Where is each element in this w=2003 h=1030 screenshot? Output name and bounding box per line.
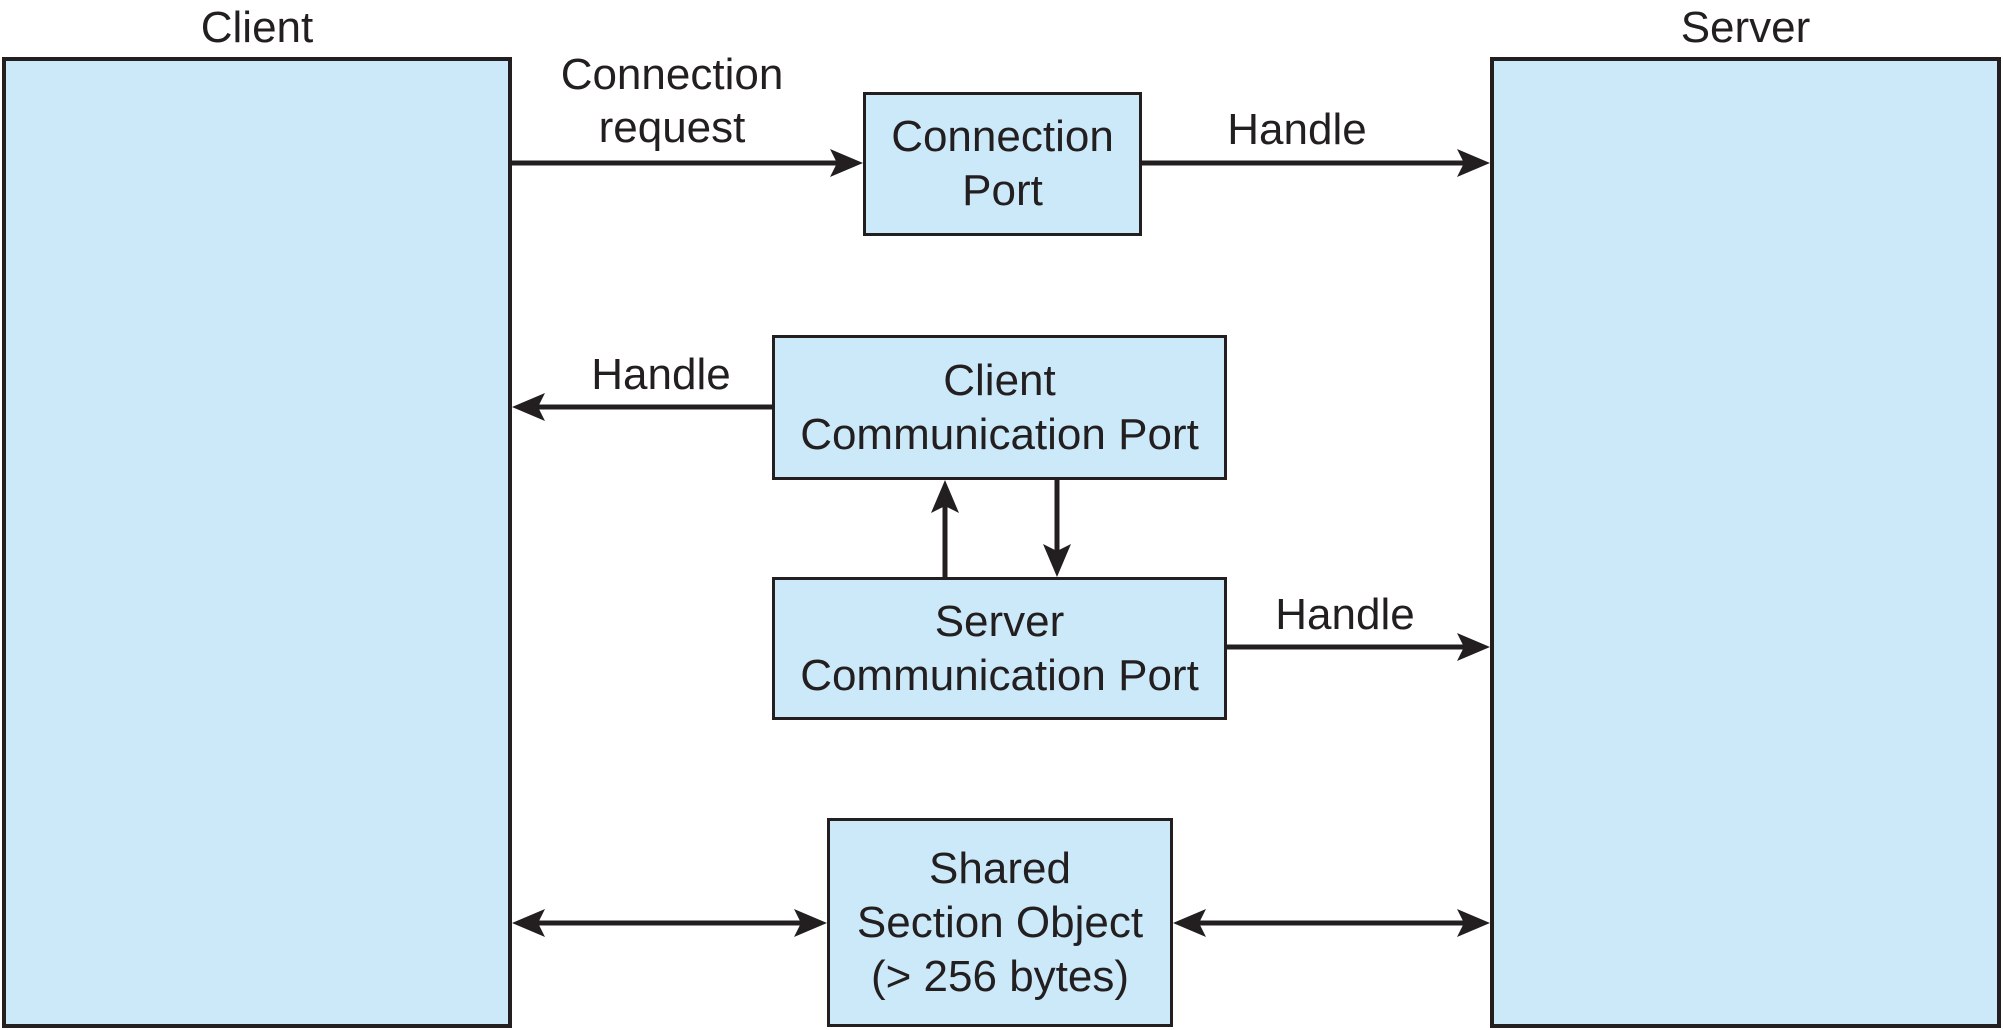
shared-section-label-line3: (> 256 bytes) (870, 951, 1130, 1001)
connection-port-label-line1: Connection (891, 112, 1114, 161)
shared-section-label-line1: Shared (929, 843, 1071, 893)
server-comm-port-label-line2: Communication Port (800, 650, 1199, 700)
client-comm-port-label-line2: Communication Port (800, 409, 1199, 459)
ports-down-arrow (1043, 480, 1071, 577)
server-title: Server (1680, 3, 1811, 52)
shared-left-double-arrow (512, 909, 827, 937)
server-comm-port-label-line1: Server (934, 596, 1065, 646)
handle-top-label: Handle (1227, 105, 1367, 154)
server-box (1490, 57, 2001, 1028)
shared-section-label-line2: Section Object (856, 897, 1144, 947)
client-communication-port-box: Client Communication Port (772, 335, 1227, 480)
shared-right-double-arrow (1173, 909, 1490, 937)
shared-section-object-box: Shared Section Object (> 256 bytes) (827, 818, 1173, 1027)
connection-port-box: Connection Port (863, 92, 1142, 236)
handle-right-label: Handle (1275, 590, 1415, 639)
ports-up-arrow (931, 480, 959, 577)
connection-request-label-line2: request (598, 103, 746, 152)
handle-left-label: Handle (591, 350, 731, 399)
connection-port-label-line2: Port (962, 166, 1043, 215)
connection-request-label-line1: Connection (560, 50, 784, 99)
client-box (2, 57, 512, 1028)
connection-request-label: Connection request (522, 48, 822, 154)
server-communication-port-box: Server Communication Port (772, 577, 1227, 720)
client-comm-port-label-line1: Client (943, 355, 1056, 405)
client-title: Client (200, 3, 314, 52)
